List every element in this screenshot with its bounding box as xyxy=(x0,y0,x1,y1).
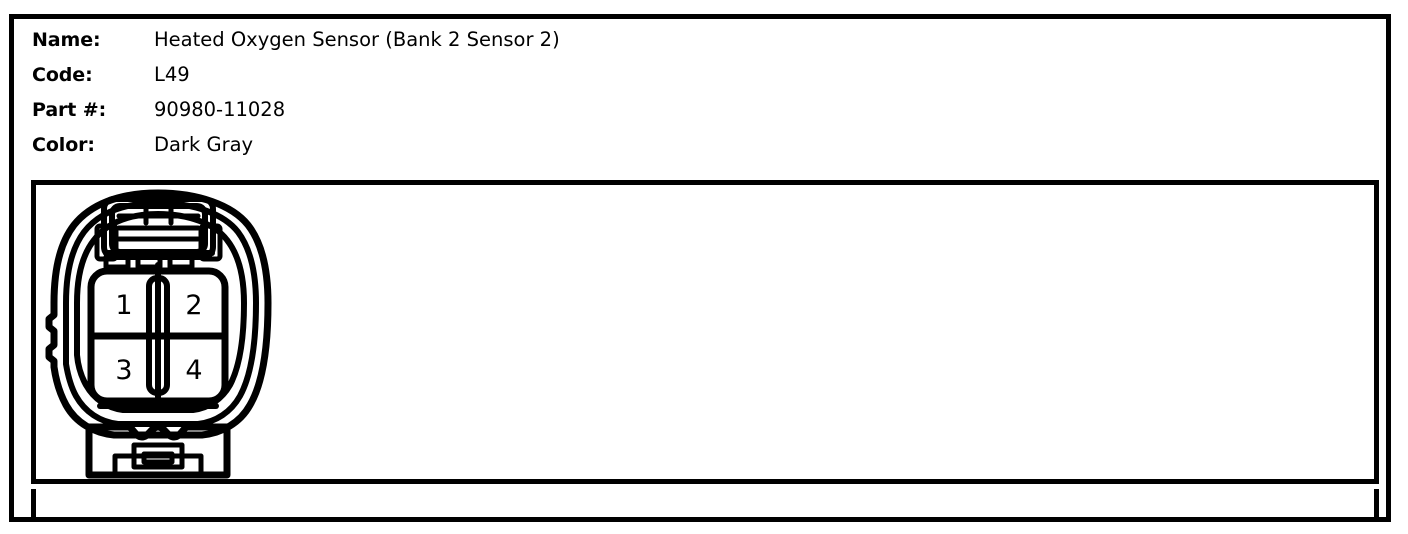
spec-value-part-number: 90980-11028 xyxy=(154,98,286,121)
pin-number-3: 3 xyxy=(115,355,132,386)
pin-number-1: 1 xyxy=(115,290,132,321)
latch-skirt-blocks xyxy=(103,250,215,270)
spec-row-part-number: Part #: 90980-11028 xyxy=(32,92,1232,127)
spec-label-part-number: Part #: xyxy=(32,99,107,121)
spec-value-color: Dark Gray xyxy=(154,133,254,156)
spec-label-code: Code: xyxy=(32,64,93,86)
panel-footer-strip xyxy=(31,489,1379,517)
cavity-pin-numbers: 1 2 3 4 xyxy=(115,290,202,386)
connector-cavity-block xyxy=(87,267,229,405)
connector-center-keyway xyxy=(146,275,170,396)
spec-label-name: Name: xyxy=(32,29,101,51)
spec-value-name: Heated Oxygen Sensor (Bank 2 Sensor 2) xyxy=(154,28,560,51)
pin-number-4: 4 xyxy=(185,355,202,386)
spec-label-color: Color: xyxy=(32,134,95,156)
connector-bottom-tab xyxy=(85,423,231,479)
spec-value-code: L49 xyxy=(154,63,190,86)
spec-row-color: Color: Dark Gray xyxy=(32,127,1232,162)
connector-shell-ring-3 xyxy=(74,211,247,413)
connector-face-diagram: 1 2 3 4 xyxy=(36,183,281,483)
spec-row-name: Name: Heated Oxygen Sensor (Bank 2 Senso… xyxy=(32,22,1232,57)
connector-image-panel: 1 2 3 4 xyxy=(31,180,1379,484)
spec-row-code: Code: L49 xyxy=(32,57,1232,92)
connector-outer-shell xyxy=(45,189,272,439)
pin-number-2: 2 xyxy=(185,290,202,321)
latch-rib-group xyxy=(116,205,201,242)
connector-spec-list: Name: Heated Oxygen Sensor (Bank 2 Senso… xyxy=(32,22,1232,162)
